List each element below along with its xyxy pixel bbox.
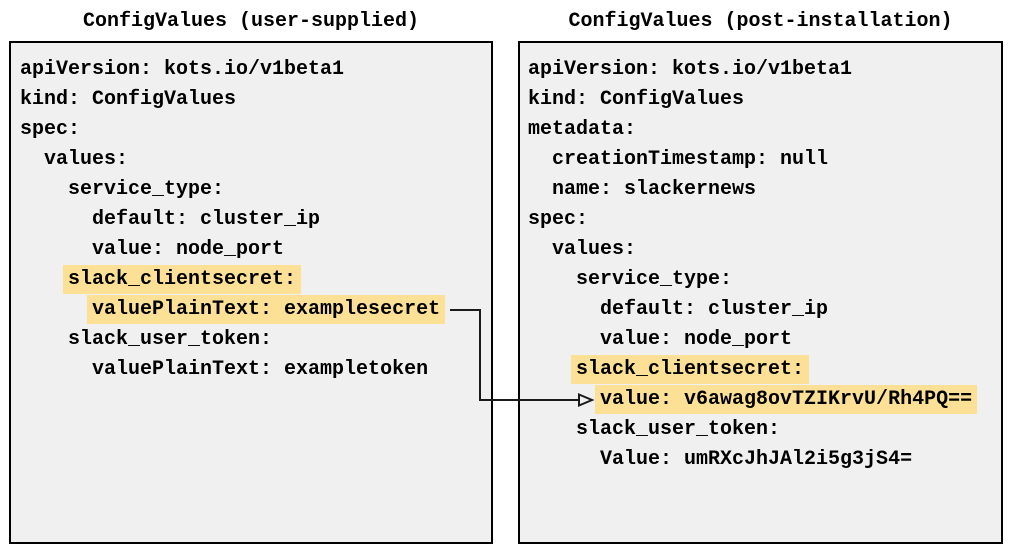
highlighted-code-text: slack_clientsecret:: [571, 355, 810, 384]
code-line: name: slackernews: [528, 175, 1001, 205]
code-line: Value: umRXcJhJAl2i5g3jS4=: [528, 445, 1001, 475]
code-text: kind: ConfigValues: [528, 88, 745, 111]
code-text: values:: [44, 148, 129, 171]
code-text: Value: umRXcJhJAl2i5g3jS4=: [600, 448, 913, 471]
code-text: apiVersion: kots.io/v1beta1: [528, 58, 853, 81]
highlighted-code-text: slack_clientsecret:: [63, 265, 302, 294]
code-text: values:: [552, 238, 637, 261]
code-line: valuePlainText: exampletoken: [20, 355, 491, 385]
code-text: value: node_port: [600, 328, 793, 351]
code-line: slack_clientsecret:: [20, 265, 491, 295]
code-text: default: cluster_ip: [92, 208, 321, 231]
code-line: value: node_port: [528, 325, 1001, 355]
code-text: metadata:: [528, 118, 637, 141]
code-line: values:: [20, 145, 491, 175]
code-text: name: slackernews: [552, 178, 757, 201]
code-line: apiVersion: kots.io/v1beta1: [528, 55, 1001, 85]
code-line: value: v6awag8ovTZIKrvU/Rh4PQ==: [528, 385, 1001, 415]
code-line: default: cluster_ip: [20, 205, 491, 235]
code-text: spec:: [20, 118, 81, 141]
code-text: default: cluster_ip: [600, 298, 829, 321]
code-text: slack_user_token:: [576, 418, 781, 441]
highlighted-code-text: valuePlainText: examplesecret: [87, 295, 446, 324]
code-text: kind: ConfigValues: [20, 88, 237, 111]
code-text: service_type:: [576, 268, 733, 291]
config-box-post-installation: apiVersion: kots.io/v1beta1 kind: ConfigV…: [518, 41, 1003, 544]
config-box-user-supplied: apiVersion: kots.io/v1beta1 kind: ConfigV…: [9, 41, 493, 544]
code-line: default: cluster_ip: [528, 295, 1001, 325]
code-text: value: node_port: [92, 238, 285, 261]
code-text: slack_user_token:: [68, 328, 273, 351]
code-line: service_type:: [528, 265, 1001, 295]
code-text: valuePlainText: exampletoken: [92, 358, 429, 381]
code-line: valuePlainText: examplesecret: [20, 295, 491, 325]
code-line: creationTimestamp: null: [528, 145, 1001, 175]
code-line: value: node_port: [20, 235, 491, 265]
code-text: service_type:: [68, 178, 225, 201]
code-line: service_type:: [20, 175, 491, 205]
code-line: kind: ConfigValues: [528, 85, 1001, 115]
code-line: apiVersion: kots.io/v1beta1: [20, 55, 491, 85]
code-text: spec:: [528, 208, 589, 231]
code-line: values:: [528, 235, 1001, 265]
code-line: metadata:: [528, 115, 1001, 145]
highlighted-code-text: value: v6awag8ovTZIKrvU/Rh4PQ==: [595, 385, 978, 414]
panel-title-user-supplied: ConfigValues (user-supplied): [82, 10, 420, 33]
code-line: slack_user_token:: [20, 325, 491, 355]
code-line: spec:: [528, 205, 1001, 235]
code-line: spec:: [20, 115, 491, 145]
code-line: slack_clientsecret:: [528, 355, 1001, 385]
code-text: apiVersion: kots.io/v1beta1: [20, 58, 345, 81]
code-text: creationTimestamp: null: [552, 148, 829, 171]
code-line: slack_user_token:: [528, 415, 1001, 445]
panel-title-post-installation: ConfigValues (post-installation): [568, 10, 953, 33]
code-line: kind: ConfigValues: [20, 85, 491, 115]
